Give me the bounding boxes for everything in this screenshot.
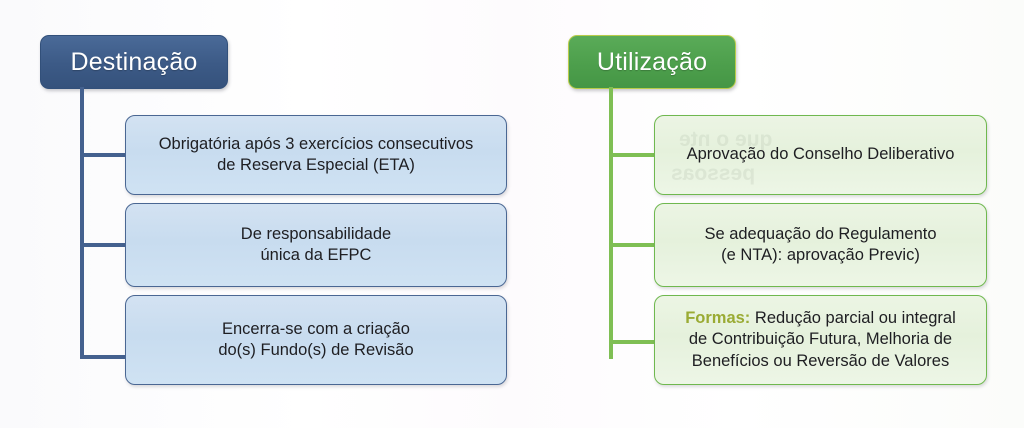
item-line: Redução parcial ou integral bbox=[750, 309, 956, 328]
item-box-utilizacao-3[interactable]: Formas: Redução parcial ou integral de C… bbox=[654, 295, 987, 385]
connector-stub-utilizacao-2 bbox=[609, 243, 654, 247]
connector-stub-utilizacao-3 bbox=[609, 340, 654, 344]
item-line: (e NTA): aprovação Previc) bbox=[721, 246, 920, 264]
branch-header-label: Utilização bbox=[596, 47, 708, 76]
branch-destinacao: Destinação Obrigatória após 3 exercícios… bbox=[40, 35, 507, 385]
bleed-through-text: pessoas bbox=[671, 162, 756, 185]
item-line: do(s) Fundo(s) de Revisão bbox=[218, 341, 414, 359]
item-box-destinacao-3[interactable]: Encerra-se com a criação do(s) Fundo(s) … bbox=[125, 295, 507, 385]
item-line: de Contribuição Futura, Melhoria de bbox=[688, 330, 953, 349]
formas-label: Formas: bbox=[685, 309, 751, 328]
item-text-destinacao-1: Obrigatória após 3 exercícios consecutiv… bbox=[145, 134, 488, 176]
item-line: única da EFPC bbox=[260, 246, 372, 264]
item-text-utilizacao-2: Se adequação do Regulamento (e NTA): apr… bbox=[690, 224, 950, 266]
item-text-utilizacao-3: Formas: Redução parcial ou integral de C… bbox=[671, 308, 970, 371]
item-text-destinacao-3: Encerra-se com a criação do(s) Fundo(s) … bbox=[204, 319, 427, 361]
connector-stub-destinacao-1 bbox=[80, 153, 125, 157]
item-box-destinacao-2[interactable]: De responsabilidade única da EFPC bbox=[125, 203, 507, 287]
branch-header-label: Destinação bbox=[70, 47, 198, 76]
item-box-destinacao-1[interactable]: Obrigatória após 3 exercícios consecutiv… bbox=[125, 115, 507, 195]
connector-trunk-utilizacao bbox=[609, 87, 613, 359]
item-line: Aprovação do Conselho Deliberativo bbox=[686, 145, 955, 164]
item-line: Se adequação do Regulamento bbox=[704, 224, 937, 243]
item-box-utilizacao-2[interactable]: Se adequação do Regulamento (e NTA): apr… bbox=[654, 203, 987, 287]
connector-stub-destinacao-3 bbox=[80, 355, 125, 359]
item-text-utilizacao-1: Aprovação do Conselho Deliberativo bbox=[673, 144, 969, 165]
connector-trunk-destinacao bbox=[80, 87, 84, 359]
branch-header-utilizacao[interactable]: Utilização bbox=[568, 35, 736, 89]
item-line: de Reserva Especial (ETA) bbox=[217, 156, 415, 174]
item-line: Benefícios ou Reversão de Valores bbox=[691, 351, 950, 370]
item-line: Obrigatória após 3 exercícios consecutiv… bbox=[158, 134, 474, 153]
branch-utilizacao: Utilização que o nte pessoas Aprovação d… bbox=[540, 0, 1024, 428]
connector-stub-destinacao-2 bbox=[80, 243, 125, 247]
item-line: Encerra-se com a criação bbox=[222, 319, 410, 338]
item-box-utilizacao-1[interactable]: que o nte pessoas Aprovação do Conselho … bbox=[654, 115, 987, 195]
branch-header-destinacao[interactable]: Destinação bbox=[40, 35, 228, 89]
item-text-destinacao-2: De responsabilidade única da EFPC bbox=[227, 224, 405, 266]
item-line: De responsabilidade bbox=[240, 224, 392, 243]
connector-stub-utilizacao-1 bbox=[609, 153, 654, 157]
